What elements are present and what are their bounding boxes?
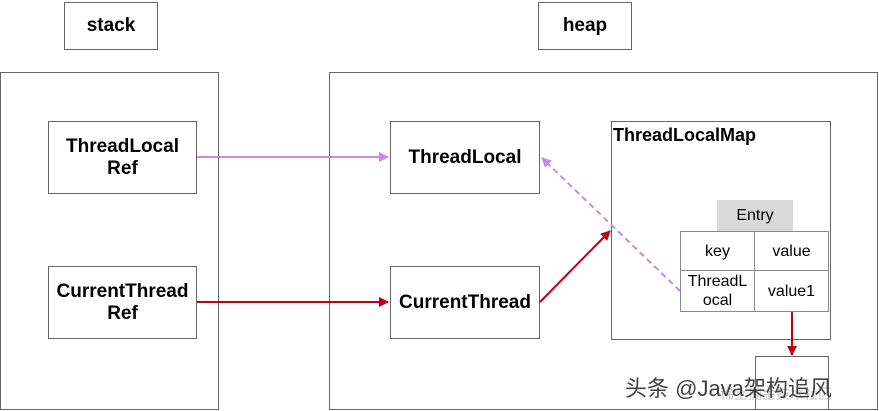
currentthread-text: CurrentThread	[399, 291, 531, 313]
heap-label-text: heap	[562, 15, 608, 36]
watermark-faint: 稀土掘金技术社区	[720, 386, 832, 402]
entry-key-cell-text: ThreadL ocal	[687, 273, 748, 309]
threadlocalmap-title-text: ThreadLocalMap	[613, 125, 757, 145]
heap-label: heap	[538, 2, 632, 50]
stack-label-text: stack	[86, 15, 136, 36]
entry-value-cell: value1	[754, 270, 829, 312]
entry-header: Entry	[717, 200, 793, 231]
entry-key-header-text: key	[705, 242, 730, 260]
entry-key-header: key	[680, 231, 755, 271]
threadlocal-box: ThreadLocal	[390, 121, 540, 194]
value1-object-box	[755, 356, 829, 410]
currentthread-ref-text: CurrentThread Ref	[56, 280, 189, 324]
arrow-entry-key-to-threadlocal-weak	[541, 157, 681, 292]
watermark-text: 头条 @Java架构追风	[625, 376, 832, 401]
stack-label: stack	[64, 2, 158, 50]
currentthread-ref-box: CurrentThread Ref	[48, 266, 197, 339]
entry-key-cell: ThreadL ocal	[680, 270, 755, 312]
arrow-currentthread-to-threadlocalmap	[539, 230, 611, 303]
currentthread-box: CurrentThread	[390, 266, 540, 339]
entry-value-header-text: value	[772, 242, 811, 260]
entry-value-header: value	[754, 231, 829, 271]
threadlocal-ref-text: ThreadLocal Ref	[66, 135, 179, 179]
threadlocal-text: ThreadLocal	[408, 146, 522, 168]
entry-header-text: Entry	[736, 207, 774, 224]
entry-value-cell-text: value1	[767, 282, 816, 300]
threadlocal-ref-box: ThreadLocal Ref	[48, 121, 197, 194]
threadlocalmap-title: ThreadLocalMap	[613, 124, 756, 146]
